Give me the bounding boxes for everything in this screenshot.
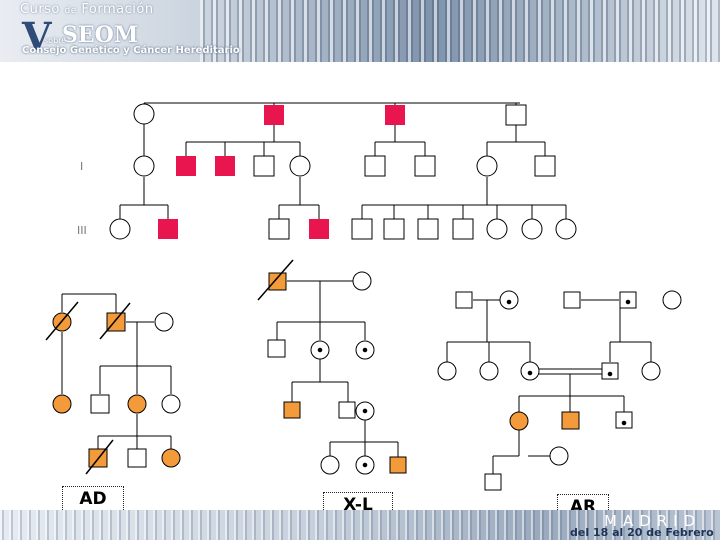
carrier-dot <box>506 299 512 305</box>
carrier-dot <box>362 408 368 414</box>
label-ad: AD <box>62 486 124 512</box>
carrier-dot <box>362 347 368 353</box>
xl-pedigree <box>257 259 407 475</box>
sobre-label: sobre <box>44 36 67 45</box>
female-unaffected <box>555 218 577 240</box>
footer-decoration <box>0 510 720 540</box>
male-unaffected <box>484 473 502 491</box>
male-unaffected <box>90 394 110 414</box>
male-unaffected <box>268 218 290 240</box>
male-affected <box>215 156 235 176</box>
female-unaffected <box>486 218 508 240</box>
female-affected <box>127 394 147 414</box>
female-affected <box>161 448 181 468</box>
male-unaffected <box>253 155 275 177</box>
header-banner: Curso de Formación V SEOM sobre Consejo … <box>0 0 720 62</box>
deceased-slash <box>99 302 131 340</box>
logo-v-mark: V <box>22 14 52 59</box>
female-affected <box>52 394 72 414</box>
male-carrier <box>601 362 619 380</box>
male-affected <box>264 105 284 125</box>
male-unaffected <box>351 218 373 240</box>
top-pedigree <box>109 102 577 240</box>
generation-label-iii: III <box>77 224 87 237</box>
male-affected <box>309 219 329 239</box>
female-unaffected <box>133 155 155 177</box>
male-unaffected <box>338 401 356 419</box>
male-unaffected <box>267 339 286 358</box>
male-affected <box>176 156 196 176</box>
carrier-dot <box>527 370 533 376</box>
male-affected-deceased <box>106 312 126 332</box>
deceased-slash <box>45 301 79 341</box>
female-unaffected <box>320 455 340 475</box>
female-unaffected <box>352 271 372 291</box>
male-unaffected <box>534 155 556 177</box>
male-unaffected <box>563 291 581 309</box>
male-unaffected <box>127 448 147 468</box>
male-affected-deceased <box>268 272 287 291</box>
female-unaffected <box>521 218 543 240</box>
carrier-dot <box>621 420 627 426</box>
male-unaffected <box>455 291 473 309</box>
male-unaffected <box>414 155 436 177</box>
generation-label-i: I <box>80 160 84 173</box>
female-unaffected <box>476 155 498 177</box>
male-affected <box>158 219 178 239</box>
carrier-dot <box>317 347 323 353</box>
footer-banner <box>0 510 720 540</box>
male-affected <box>283 401 301 419</box>
course-subtitle: Consejo Genético y Cáncer Hereditario <box>22 45 240 56</box>
male-affected <box>561 411 580 430</box>
female-unaffected <box>641 361 661 381</box>
course-title: Curso de Formación <box>20 2 154 17</box>
ar-pedigree <box>437 290 682 491</box>
org-name: SEOM <box>62 22 139 48</box>
female-unaffected <box>437 361 457 381</box>
female-unaffected <box>549 446 569 466</box>
female-unaffected <box>161 394 181 414</box>
male-unaffected <box>364 155 386 177</box>
female-unaffected <box>662 290 682 310</box>
female-unaffected <box>479 361 499 381</box>
male-affected <box>389 456 407 474</box>
female-unaffected <box>133 103 155 125</box>
male-unaffected <box>452 218 474 240</box>
carrier-dot <box>625 299 631 305</box>
female-unaffected <box>289 155 311 177</box>
female-affected <box>509 411 529 431</box>
ad-pedigree <box>45 293 181 475</box>
female-unaffected <box>154 312 174 332</box>
male-carrier <box>615 411 633 429</box>
event-dates: del 18 al 20 de Febrero <box>570 526 714 539</box>
female-unaffected <box>109 218 131 240</box>
header-decoration <box>200 0 720 62</box>
male-unaffected <box>505 104 527 126</box>
male-unaffected <box>383 218 405 240</box>
male-affected <box>385 105 405 125</box>
city-name: MADRID <box>604 512 702 530</box>
carrier-dot <box>362 462 368 468</box>
deceased-slash <box>257 259 294 301</box>
male-unaffected <box>417 218 439 240</box>
carrier-dot <box>607 371 613 377</box>
deceased-slash <box>85 439 114 475</box>
